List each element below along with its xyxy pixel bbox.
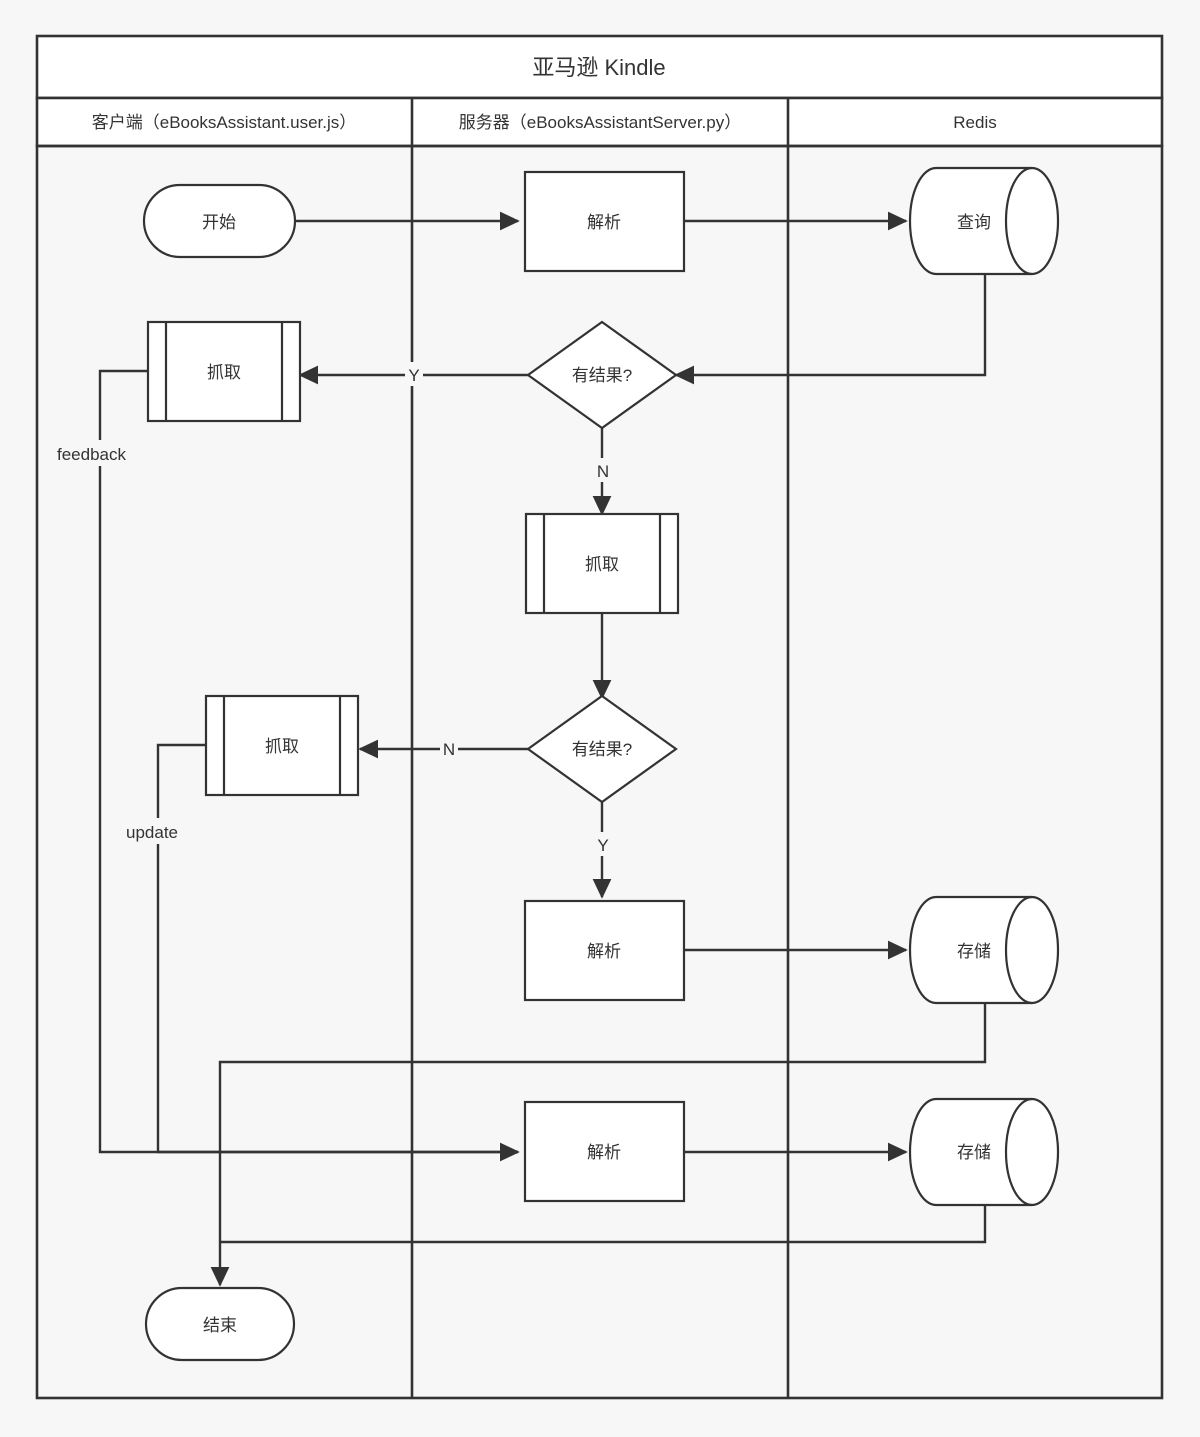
end-label: 结束: [203, 1316, 237, 1335]
node-parse1[interactable]: 解析: [523, 170, 686, 273]
edge-label-decide2-yes: Y: [597, 836, 608, 855]
query-cap: [1004, 166, 1033, 276]
fetch1-label: 抓取: [207, 363, 241, 382]
parse2-shape: [523, 899, 686, 1002]
start-label: 开始: [202, 213, 236, 232]
node-decide2[interactable]: 有结果?: [526, 694, 678, 804]
store1-cap: [1004, 895, 1033, 1005]
node-store2[interactable]: 存储: [908, 1097, 1060, 1207]
parse1-label: 解析: [587, 213, 621, 232]
swimlane-frame: [35, 34, 1164, 1400]
edge-query-to-decide1: [674, 274, 987, 385]
edge-label-update: update: [126, 823, 178, 842]
end-shape: [144, 1286, 296, 1362]
parse3-shape: [523, 1100, 686, 1203]
node-query[interactable]: 查询: [908, 166, 1060, 276]
edge-label-layer: Y N N Y feedback update: [54, 362, 612, 856]
node-fetch3[interactable]: 抓取: [204, 694, 360, 797]
query-label: 查询: [957, 213, 991, 232]
edge-label-feedback: feedback: [57, 445, 126, 464]
title-band: [35, 34, 1164, 100]
store2-cap: [1004, 1097, 1033, 1207]
decide1-shape: [526, 320, 678, 430]
lane-header-redis: Redis: [953, 113, 996, 132]
store2-label: 存储: [957, 1143, 991, 1162]
decide1-label: 有结果?: [572, 366, 632, 385]
edge-store1-to-end: [210, 1003, 987, 1287]
edge-fetch3-update-to-parse3: [156, 743, 518, 1154]
node-parse2[interactable]: 解析: [523, 899, 686, 1002]
parse3-label: 解析: [587, 1143, 621, 1162]
node-store1[interactable]: 存储: [908, 895, 1060, 1005]
node-fetch1[interactable]: 抓取: [146, 320, 302, 423]
diagram-title: 亚马逊 Kindle: [532, 55, 665, 80]
decide2-shape: [526, 694, 678, 804]
fetch2-label: 抓取: [585, 555, 619, 574]
lane-header-server: 服务器（eBooksAssistantServer.py）: [459, 113, 741, 132]
fetch3-shape: [204, 694, 360, 797]
lane-header-band: [35, 96, 1164, 148]
node-start[interactable]: 开始: [142, 183, 297, 259]
edge-store2-to-end: [220, 1205, 987, 1244]
store1-label: 存储: [957, 942, 991, 961]
node-parse3[interactable]: 解析: [523, 1100, 686, 1203]
decide2-label: 有结果?: [572, 740, 632, 759]
node-fetch2[interactable]: 抓取: [524, 512, 680, 615]
lane-body-frame: [35, 144, 1164, 1400]
fetch1-shape: [146, 320, 302, 423]
fetch2-shape: [524, 512, 680, 615]
edge-label-decide2-no: N: [443, 740, 455, 759]
node-decide1[interactable]: 有结果?: [526, 320, 678, 430]
edge-label-decide1-yes: Y: [408, 366, 419, 385]
fetch3-label: 抓取: [265, 737, 299, 756]
edge-label-decide1-no: N: [597, 462, 609, 481]
lane-header-client: 客户端（eBooksAssistant.user.js）: [92, 113, 357, 132]
start-shape: [142, 183, 297, 259]
parse2-label: 解析: [587, 942, 621, 961]
parse1-shape: [523, 170, 686, 273]
node-end[interactable]: 结束: [144, 1286, 296, 1362]
